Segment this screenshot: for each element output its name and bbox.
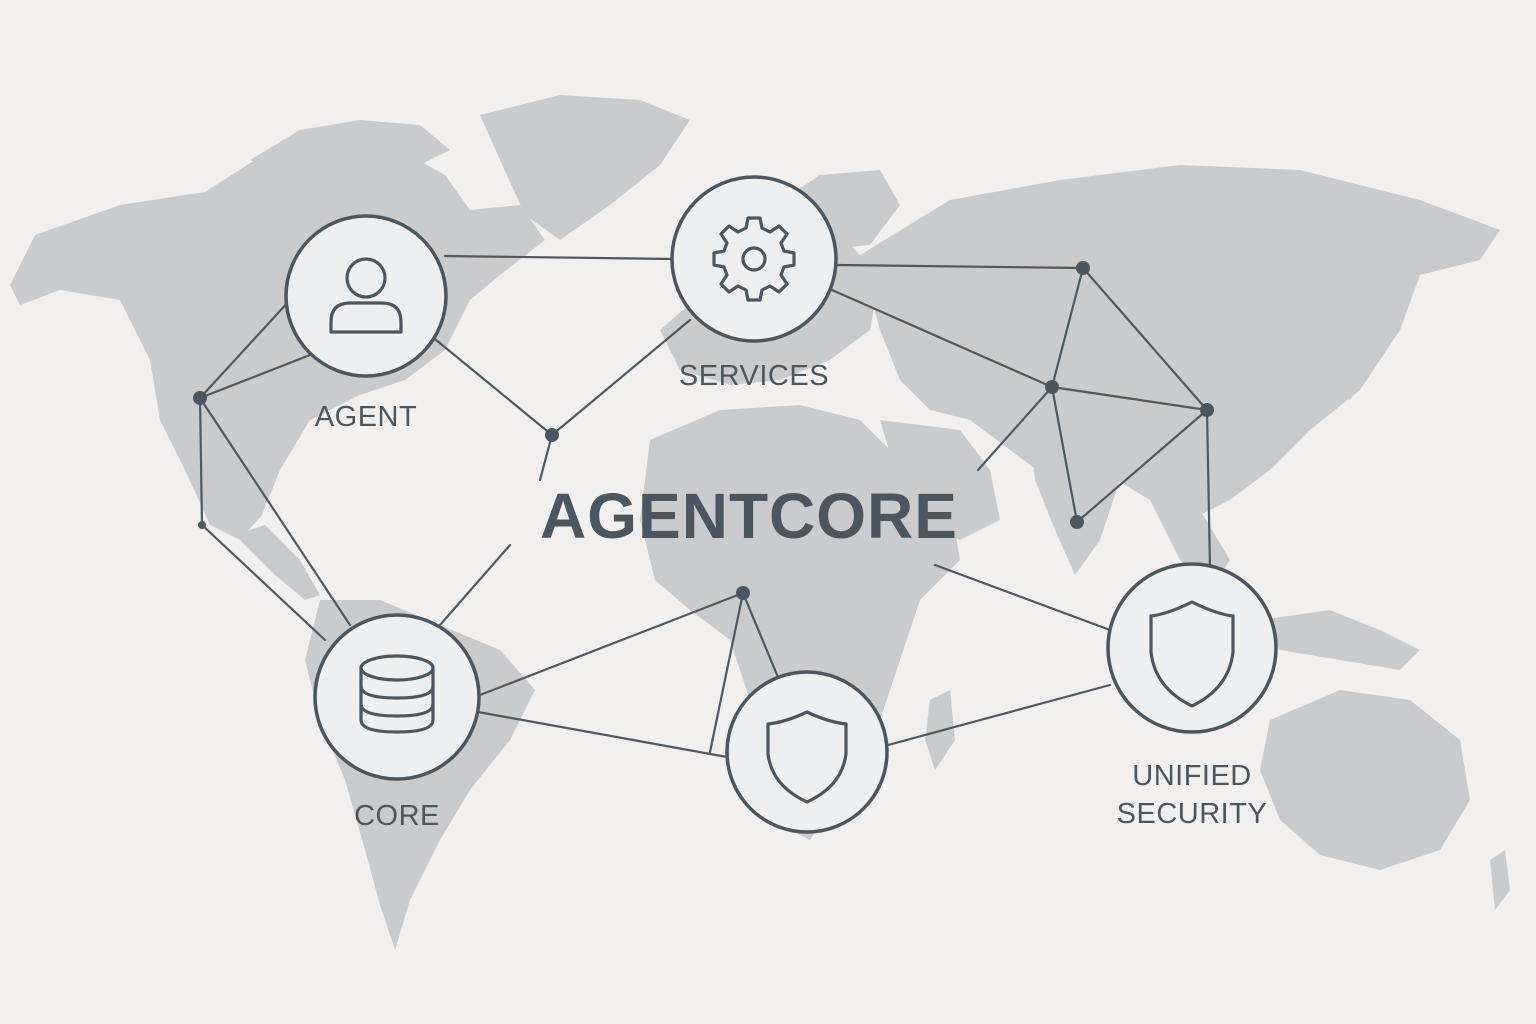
link-services-east: [834, 263, 1085, 270]
link-services-hub: [830, 288, 1054, 389]
shield-icon: [1149, 600, 1235, 708]
map-central-america: [235, 525, 320, 600]
junction-dot: [1200, 403, 1214, 417]
link-agent-left-b: [198, 353, 312, 400]
map-arctic-islands: [250, 120, 450, 180]
junction-dots: [193, 261, 1214, 600]
services-node[interactable]: SERVICES: [670, 175, 838, 392]
agent-node[interactable]: AGENT: [284, 214, 448, 433]
link-agent-junction-mid: [428, 333, 554, 437]
link-east-hub: [1050, 266, 1085, 389]
junction-dot: [736, 586, 750, 600]
link-far-security: [1205, 408, 1212, 570]
services-label: SERVICES: [679, 360, 829, 392]
link-junction-mid-down: [538, 433, 554, 482]
unified-security-label-line1: UNIFIED: [1132, 760, 1252, 792]
link-agent-left-a: [198, 298, 292, 400]
link-title-security: [933, 563, 1112, 632]
link-services-junction-mid: [550, 318, 692, 437]
map-asia: [860, 165, 1500, 520]
shield-node-circle: [725, 670, 889, 834]
map-north-america: [10, 140, 545, 540]
unified-security-node[interactable]: UNIFIED SECURITY: [1106, 562, 1278, 830]
link-left-down: [198, 396, 204, 527]
shield-icon: [766, 710, 848, 804]
link-shield-security: [886, 683, 1112, 747]
link-hub-far: [1050, 385, 1209, 412]
unified-security-node-circle: [1106, 562, 1278, 734]
link-left-core: [198, 396, 352, 627]
map-new-zealand: [1490, 850, 1510, 910]
map-japan: [1335, 320, 1370, 400]
link-east-far: [1081, 266, 1209, 412]
junction-dot: [1070, 515, 1084, 529]
link-hub-west: [976, 385, 1054, 472]
map-australia: [1260, 690, 1470, 870]
junction-dot: [193, 391, 207, 405]
junction-dot: [198, 521, 206, 529]
link-far-south: [1075, 408, 1209, 524]
junction-dot: [1045, 380, 1059, 394]
services-node-circle: [670, 175, 838, 343]
link-hub-south: [1050, 385, 1079, 524]
database-icon: [359, 654, 435, 734]
shield-node[interactable]: [725, 670, 889, 834]
core-node[interactable]: CORE: [313, 613, 481, 832]
junction-dot: [545, 428, 559, 442]
link-core-shield: [476, 710, 729, 759]
agent-label: AGENT: [315, 401, 417, 433]
junction-dot: [1076, 261, 1090, 275]
map-africa: [640, 405, 960, 840]
unified-security-label-line2: SECURITY: [1117, 798, 1268, 830]
core-label: CORE: [354, 800, 440, 832]
link-africa-shield-b: [741, 591, 782, 684]
map-greenland: [480, 95, 690, 240]
link-core-africa: [478, 591, 745, 697]
link-core-upper: [438, 543, 512, 627]
user-icon: [329, 257, 403, 334]
connection-lines: [198, 254, 1212, 759]
link-leftlow-core: [200, 523, 327, 642]
map-india: [1030, 430, 1120, 575]
link-agent-services: [443, 254, 674, 261]
map-indonesia: [1260, 610, 1420, 670]
gear-icon: [712, 216, 796, 302]
map-middle-east: [880, 420, 1000, 540]
diagram-title: AGENTCORE: [540, 480, 958, 552]
link-africa-shield-a: [708, 591, 745, 754]
